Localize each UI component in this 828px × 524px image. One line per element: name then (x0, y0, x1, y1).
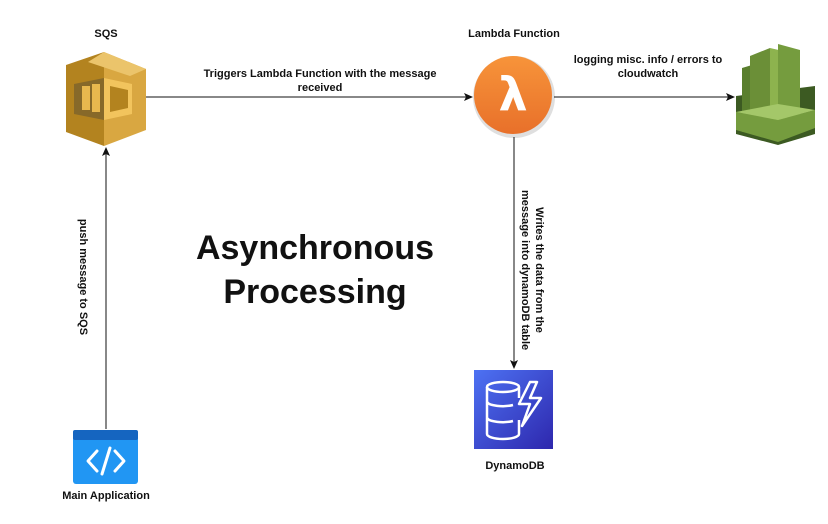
title-line: Processing (223, 273, 407, 311)
sqs-icon (66, 52, 146, 146)
edge-label-line: cloudwatch (617, 68, 679, 80)
diagram-title: Asynchronous Processing (160, 226, 470, 314)
edge-label-line: message into dynamoDB table (519, 190, 531, 351)
edge-label-line: Triggers Lambda Function with the messag… (203, 68, 437, 80)
cloudwatch-icon (736, 44, 815, 145)
edge-label-sqs-to-lambda: Triggers Lambda Function with the messag… (180, 67, 460, 95)
edge-label-app-to-sqs: push message to SQS (77, 218, 89, 336)
edge-label-line: logging misc. info / errors to (573, 54, 723, 66)
title-line: Asynchronous (195, 229, 435, 267)
lambda-label: Lambda Function (468, 28, 560, 40)
edge-label-line: Writes the data from the (533, 207, 545, 333)
lambda-icon: λ (473, 56, 555, 138)
code-window-icon (73, 430, 138, 484)
main-application-label: Main Application (62, 490, 150, 502)
dynamodb-icon (474, 370, 553, 449)
sqs-label: SQS (94, 28, 118, 40)
edge-label-lambda-to-dynamodb: Writes the data from the message into dy… (518, 190, 546, 350)
dynamodb-label: DynamoDB (485, 460, 545, 472)
svg-text:λ: λ (498, 67, 527, 121)
edge-label-lambda-to-cloudwatch: logging misc. info / errors to cloudwatc… (558, 53, 738, 81)
edge-label-line: received (297, 82, 343, 94)
